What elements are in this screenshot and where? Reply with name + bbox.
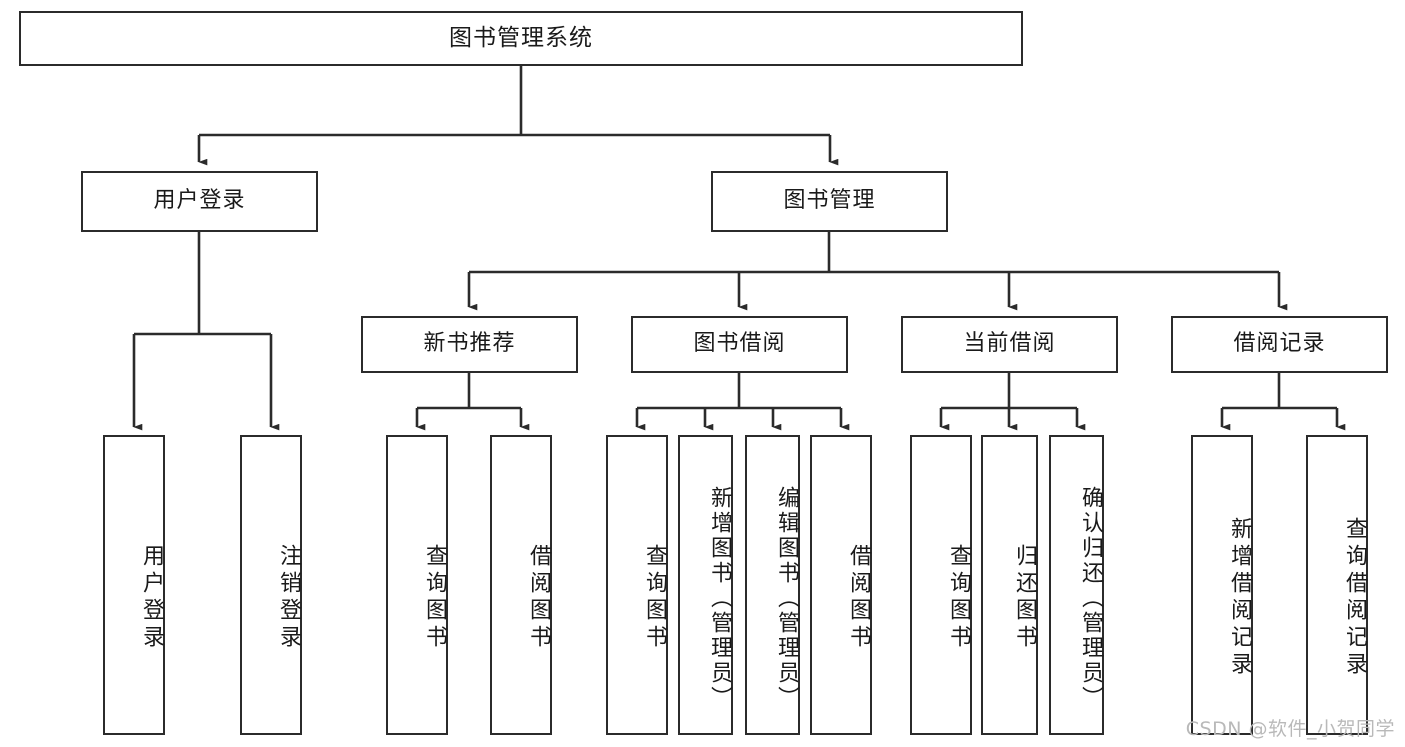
node-root-book-management-system[interactable]: 图书管理系统 xyxy=(19,11,1023,66)
leaf-add-book-admin[interactable]: 新增图书（管理员） xyxy=(678,435,733,735)
leaf-query-book-current[interactable]: 查询图书 xyxy=(910,435,972,735)
leaf-borrow-book-borrowing[interactable]: 借阅图书 xyxy=(810,435,872,735)
node-borrowing-record[interactable]: 借阅记录 xyxy=(1171,316,1388,373)
edges-root-to-level1 xyxy=(197,66,839,166)
edges-bookborrow-to-leaves xyxy=(635,373,850,431)
edges-userlogin-to-leaves xyxy=(132,232,280,431)
leaf-confirm-return-admin[interactable]: 确认归还（管理员） xyxy=(1049,435,1104,735)
node-book-borrowing[interactable]: 图书借阅 xyxy=(631,316,848,373)
leaf-query-borrow-record[interactable]: 查询借阅记录 xyxy=(1306,435,1368,735)
leaf-edit-book-admin[interactable]: 编辑图书（管理员） xyxy=(745,435,800,735)
leaf-borrow-book-new-book[interactable]: 借阅图书 xyxy=(490,435,552,735)
edges-currentborrow-to-leaves xyxy=(939,373,1086,431)
leaf-add-borrow-record[interactable]: 新增借阅记录 xyxy=(1191,435,1253,735)
node-new-book-recommendation[interactable]: 新书推荐 xyxy=(361,316,578,373)
leaf-user-logout[interactable]: 注销登录 xyxy=(240,435,302,735)
leaf-query-book-borrowing[interactable]: 查询图书 xyxy=(606,435,668,735)
edges-borrowrecord-to-leaves xyxy=(1220,373,1346,431)
edges-newbook-to-leaves xyxy=(415,373,530,431)
leaf-return-book[interactable]: 归还图书 xyxy=(981,435,1038,735)
leaf-query-book-new-book[interactable]: 查询图书 xyxy=(386,435,448,735)
leaf-user-login[interactable]: 用户登录 xyxy=(103,435,165,735)
node-user-login[interactable]: 用户登录 xyxy=(81,171,318,232)
node-current-borrowing[interactable]: 当前借阅 xyxy=(901,316,1118,373)
edges-bookmanage-to-level2 xyxy=(467,232,1288,311)
node-book-management[interactable]: 图书管理 xyxy=(711,171,948,232)
